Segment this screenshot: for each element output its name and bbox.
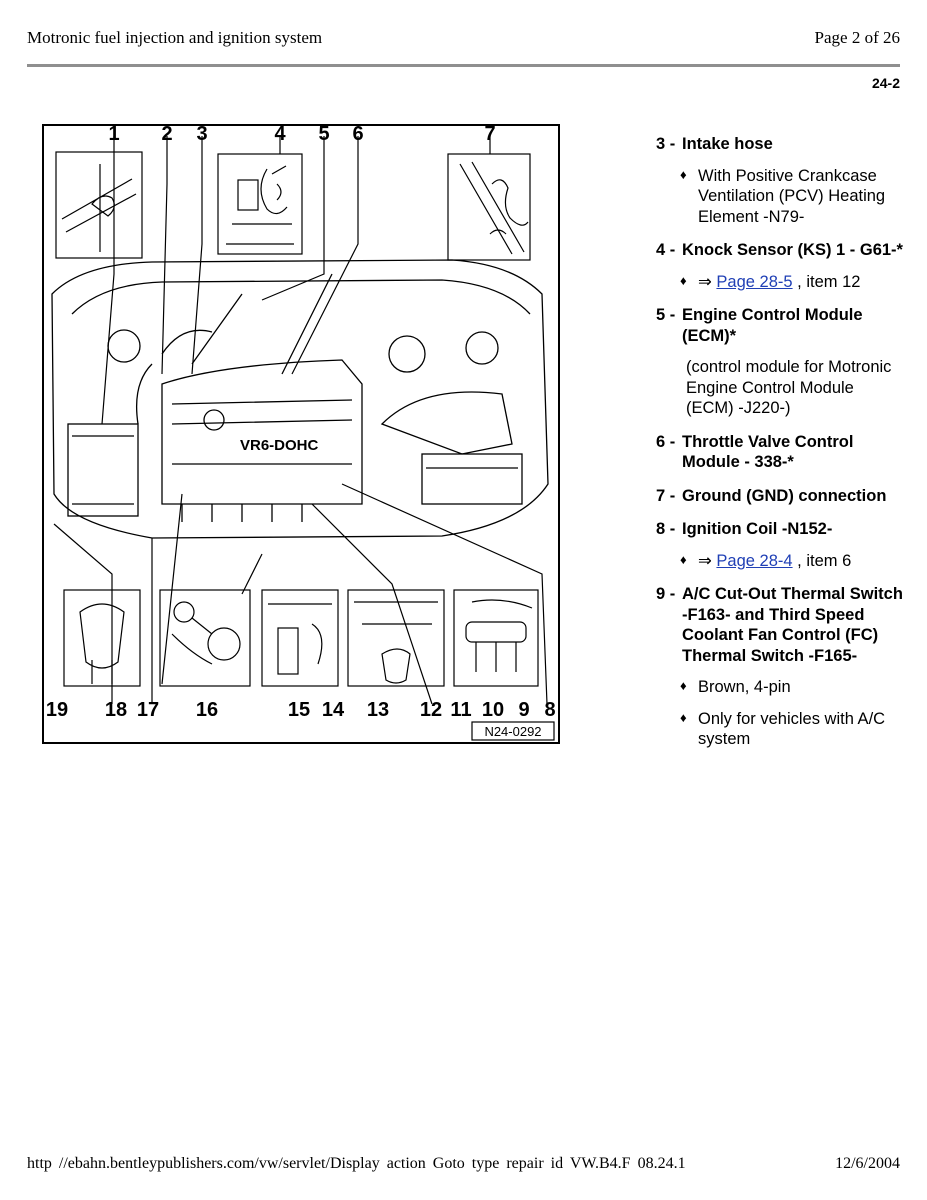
callout-10: 10 (482, 699, 504, 721)
document-title: Motronic fuel injection and ignition sys… (27, 28, 323, 47)
footer-url: http //ebahn.bentleypublishers.com/vw/se… (27, 1155, 686, 1172)
item-title: Intake hose (682, 135, 773, 153)
bullet-text: With Positive Crankcase Ventilation (PCV… (698, 166, 886, 226)
arrow-icon: ⇒ (698, 551, 712, 570)
inset-sensor-15-14 (261, 589, 339, 687)
inset-ignition-coil (453, 589, 539, 687)
reference-detail: , item 12 (792, 272, 861, 291)
item-number: 5 - (656, 306, 676, 324)
callout-9: 9 (518, 699, 529, 721)
callout-2: 2 (161, 124, 172, 145)
engine-badge: VR6-DOHC (240, 437, 319, 454)
inset-connector-1 (55, 151, 143, 259)
callout-19: 19 (46, 699, 68, 721)
item-number: 9 - (656, 585, 676, 603)
callout-17: 17 (137, 699, 159, 721)
item-note: (control module for Motronic Engine Cont… (686, 358, 892, 417)
bullet-item: ♦ Only for vehicles with A/C system (656, 709, 906, 750)
footer-date: 12/6/2004 (835, 1155, 900, 1172)
item-title: Ignition Coil -N152- (682, 520, 833, 538)
item-title: Ground (GND) connection (682, 486, 887, 505)
item-number: 7 - (656, 486, 676, 505)
callout-12: 12 (420, 699, 442, 721)
bullet-item: ♦ ⇒ Page 28-4 , item 6 (656, 551, 906, 572)
item-number: 3 - (656, 135, 676, 153)
callout-11: 11 (450, 699, 471, 721)
inset-throttle-module (159, 589, 251, 687)
figure-id-box: N24-0292 (471, 721, 555, 741)
item-title: Throttle Valve Control Module - 338-* (682, 432, 854, 472)
bullet-item: ♦ With Positive Crankcase Ventilation (PC… (656, 166, 906, 228)
callout-15: 15 (288, 699, 310, 721)
item-number: 8 - (656, 520, 676, 538)
item-number: 4 - (656, 241, 676, 259)
item-heading: 6 - Throttle Valve Control Module - 338-* (656, 432, 906, 473)
bullet-text: Only for vehicles with A/C system (698, 709, 886, 749)
leader-lines (53, 136, 548, 705)
inset-sensor-13-12 (347, 589, 445, 687)
inset-ground-connection (447, 153, 531, 261)
diamond-icon: ♦ (680, 678, 687, 693)
reference-detail: , item 6 (792, 551, 852, 570)
engine-component-diagram: VR6-DOHC 1 (42, 124, 560, 744)
callout-16: 16 (196, 699, 218, 721)
item-heading: 7 - Ground (GND) connection (656, 486, 906, 507)
item-title: Engine Control Module (ECM)* (682, 306, 863, 345)
bullet-text: Brown, 4-pin (698, 678, 791, 696)
item-title: Knock Sensor (KS) 1 - G61-* (682, 241, 903, 259)
item-heading: 8 - Ignition Coil -N152- (656, 519, 906, 540)
diamond-icon: ♦ (680, 709, 687, 725)
figure-id: N24-0292 (484, 724, 541, 739)
section-code: 24-2 (871, 75, 900, 91)
page-reference-link[interactable]: Page 28-5 (716, 272, 793, 291)
callout-5: 5 (318, 124, 329, 145)
callout-4: 4 (274, 124, 286, 145)
item-heading: 4 - Knock Sensor (KS) 1 - G61-* (656, 240, 906, 261)
bullet-item: ♦ Brown, 4-pin (656, 677, 906, 698)
bullet-item: ♦ ⇒ Page 28-5 , item 12 (656, 272, 906, 293)
item-title: A/C Cut-Out Thermal Switch -F163- and Th… (682, 585, 903, 665)
callout-14: 14 (322, 699, 345, 721)
item-heading: 5 - Engine Control Module (ECM)* (656, 305, 906, 346)
callout-18: 18 (105, 699, 127, 721)
page-indicator: Page 2 of 26 (814, 28, 900, 47)
inset-knock-sensor (217, 153, 303, 255)
diamond-icon: ♦ (680, 166, 687, 182)
callout-8: 8 (544, 699, 555, 721)
item-number: 6 - (656, 432, 676, 451)
engine-bay (51, 259, 549, 539)
callout-13: 13 (367, 699, 389, 721)
item-heading: 3 - Intake hose (656, 134, 906, 155)
page-reference-link[interactable]: Page 28-4 (716, 551, 793, 570)
callout-1: 1 (108, 124, 119, 145)
diamond-icon: ♦ (680, 551, 687, 567)
diamond-icon: ♦ (680, 272, 687, 288)
callout-6: 6 (352, 124, 363, 145)
callout-7: 7 (484, 124, 495, 145)
callout-3: 3 (196, 124, 207, 145)
arrow-icon: ⇒ (698, 272, 712, 291)
item-heading: 9 - A/C Cut-Out Thermal Switch -F163- and… (656, 584, 906, 666)
header-divider (27, 64, 900, 67)
component-list: 3 - Intake hose ♦ With Positive Crankcase V… (656, 134, 906, 750)
